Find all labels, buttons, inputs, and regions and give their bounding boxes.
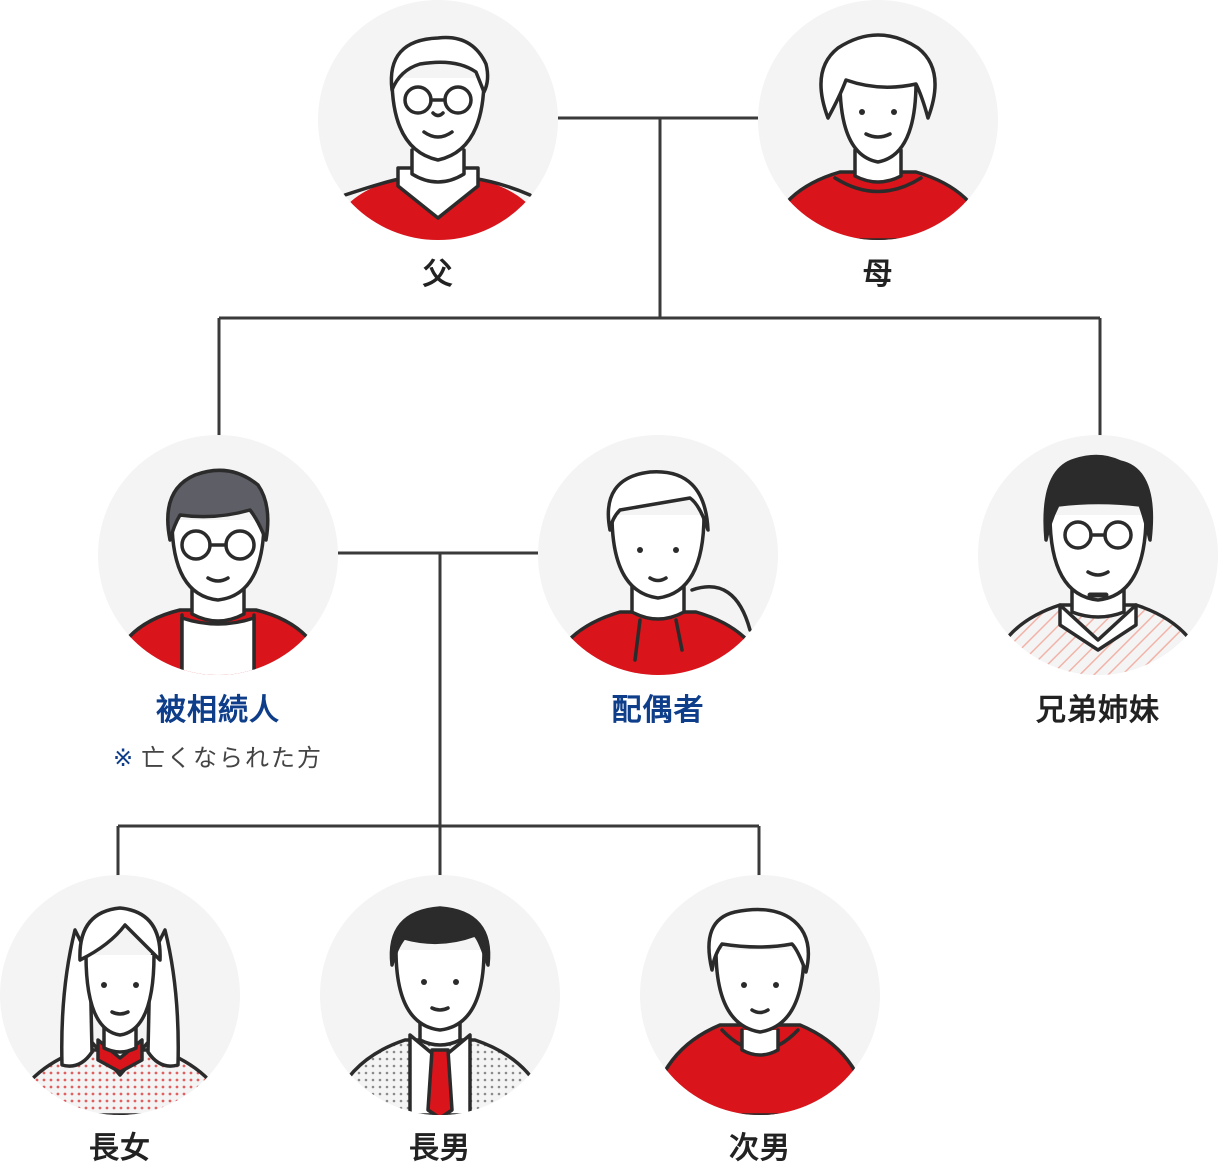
member-label-mother: 母	[862, 257, 894, 292]
elderly-man-avatar-icon	[318, 0, 558, 240]
schoolgirl-avatar-icon	[0, 875, 240, 1115]
bearded-man-avatar-icon	[978, 435, 1218, 675]
elderly-woman-avatar-icon	[758, 0, 998, 240]
man-in-suit-avatar-icon	[320, 875, 560, 1115]
deceased-note: ※亡くなられた方	[68, 744, 368, 772]
connector-lines	[116, 116, 1102, 876]
note-text: 亡くなられた方	[141, 744, 324, 772]
member-label-eldest-son: 長男	[409, 1131, 471, 1166]
member-label-spouse: 配偶者	[611, 693, 705, 728]
man-with-glasses-avatar-icon	[98, 435, 338, 675]
member-label-second-son: 次男	[729, 1131, 791, 1166]
boy-hoodie-avatar-icon	[640, 875, 880, 1115]
woman-ponytail-avatar-icon	[538, 435, 778, 675]
member-label-deceased: 被相続人	[156, 693, 280, 728]
member-label-father: 父	[422, 257, 454, 292]
member-label-siblings: 兄弟姉妹	[1036, 693, 1160, 728]
note-mark: ※	[112, 744, 136, 772]
member-label-eldest-daughter: 長女	[89, 1131, 151, 1166]
